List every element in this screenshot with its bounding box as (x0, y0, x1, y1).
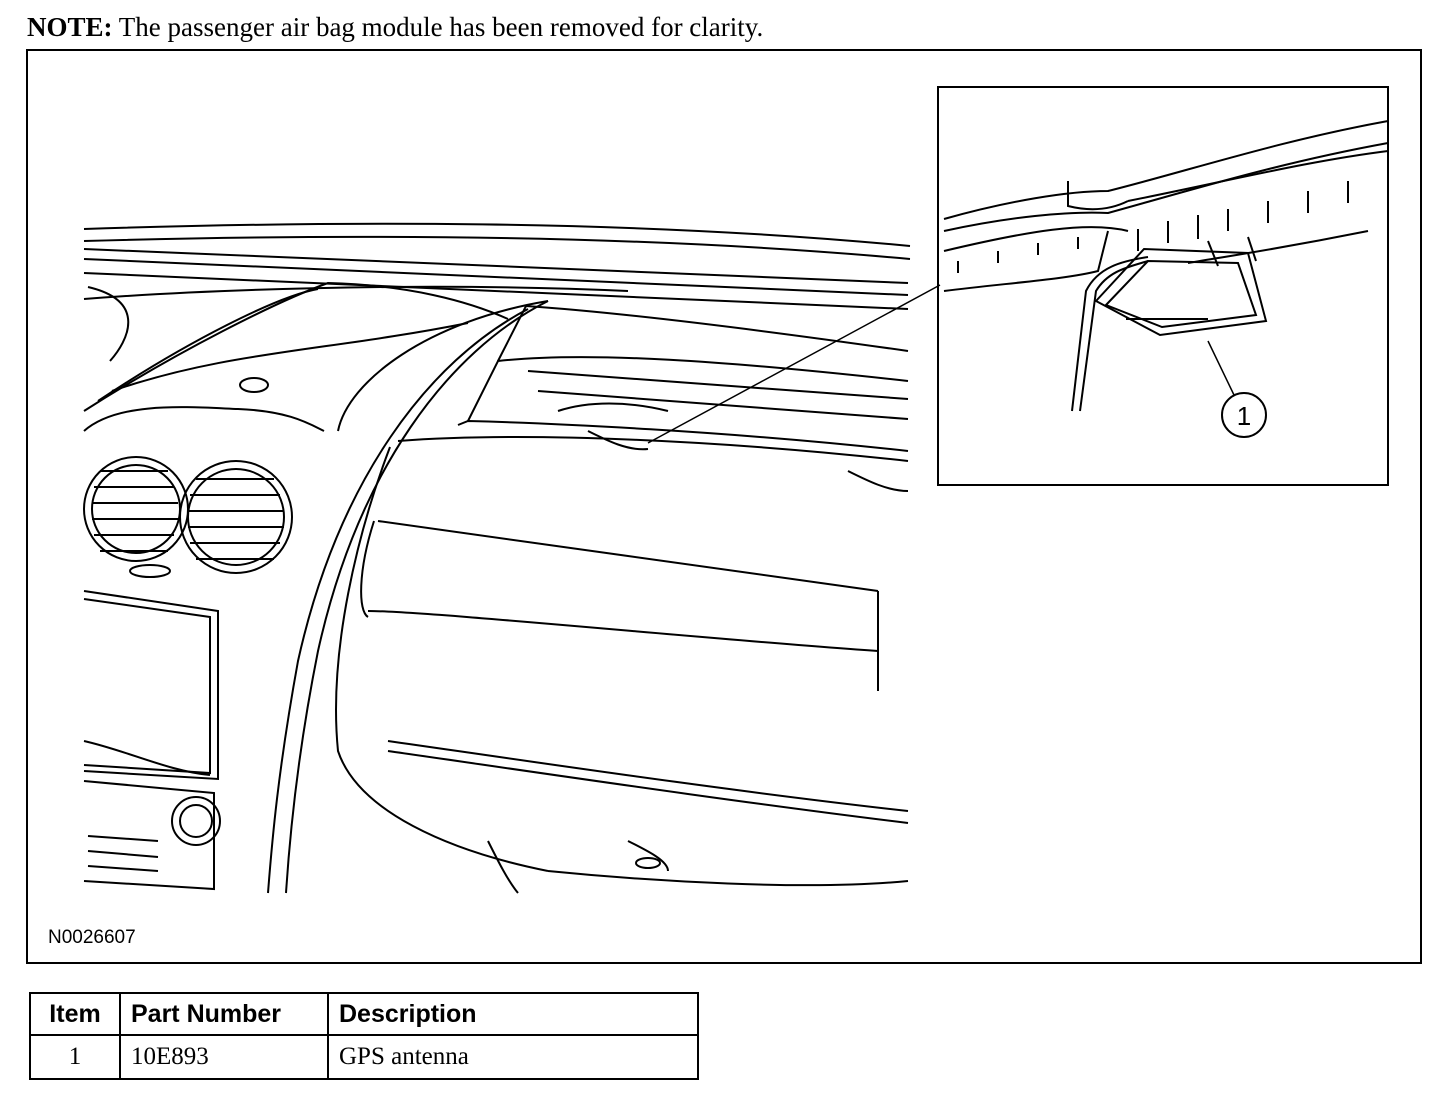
table-header-row: Item Part Number Description (29, 992, 699, 1036)
header-description: Description (327, 992, 699, 1036)
table-row: 1 10E893 GPS antenna (29, 1034, 699, 1080)
parts-table: Item Part Number Description 1 10E893 GP… (29, 992, 699, 1080)
header-part-number: Part Number (119, 992, 329, 1036)
note: NOTE: The passenger air bag module has b… (27, 12, 763, 43)
note-label: NOTE: (27, 12, 113, 42)
figure-id: N0026607 (48, 927, 136, 948)
detail-inset (937, 86, 1389, 486)
cell-description: GPS antenna (327, 1034, 699, 1080)
callout-number: 1 (1237, 401, 1251, 431)
cell-part-number: 10E893 (119, 1034, 329, 1080)
note-text: The passenger air bag module has been re… (112, 12, 764, 42)
dashboard-drawing (83, 222, 941, 894)
cell-item: 1 (29, 1034, 121, 1080)
header-item: Item (29, 992, 121, 1036)
dashboard-illustration: 1 (83, 86, 1389, 894)
figure-frame: 1 N0026607 (26, 49, 1422, 964)
